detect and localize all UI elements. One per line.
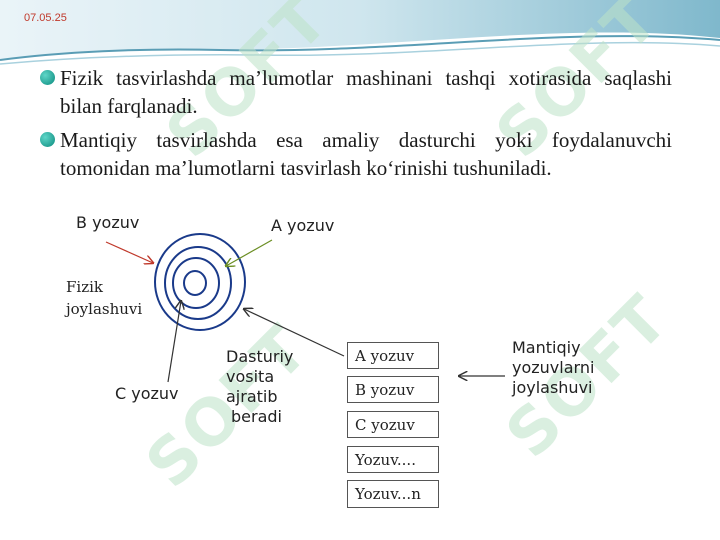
dasturiy-line-4: beradi — [231, 407, 282, 426]
bullet-dot-icon — [40, 132, 55, 147]
a-yozuv-label: A yozuv — [271, 216, 335, 235]
fizik-line-2: joylashuvi — [66, 300, 143, 318]
record-box-c: C yozuv — [347, 411, 439, 438]
c-yozuv-arrow — [167, 301, 181, 383]
dasturiy-arrow — [244, 309, 345, 357]
record-box-a: A yozuv — [347, 342, 439, 369]
header-banner — [0, 0, 720, 65]
record-box-b: B yozuv — [347, 376, 439, 403]
mantiqiy-line-1: Mantiqiy — [512, 338, 581, 357]
bullet-item: Mantiqiy tasvirlashda esa amaliy dasturc… — [40, 126, 672, 182]
mantiqiy-line-2: yozuvlarni — [512, 358, 595, 377]
mantiqiy-line-3: joylashuvi — [512, 378, 593, 397]
c-yozuv-label: C yozuv — [115, 384, 179, 403]
concentric-rings — [154, 233, 246, 331]
bullet-text: Mantiqiy tasvirlashda esa amaliy dasturc… — [60, 128, 672, 180]
bullet-dot-icon — [40, 70, 55, 85]
dasturiy-line-2: vosita — [226, 367, 275, 386]
dasturiy-line-1: Dasturiy — [226, 347, 294, 366]
b-yozuv-label: B yozuv — [76, 213, 140, 232]
mantiqiy-label: Mantiqiy yozuvlarni joylashuvi — [512, 338, 594, 398]
record-box-more: Yozuv.... — [347, 446, 439, 473]
fizik-joylashuvi-label: Fizik joylashuvi — [66, 276, 142, 320]
record-box-n: Yozuv...n — [347, 480, 439, 508]
bullet-item: Fizik tasvirlashda ma’lumotlar mashinani… — [40, 64, 672, 120]
dasturiy-vosita-label: Dasturiy vosita ajratib beradi — [226, 347, 293, 427]
bullet-text: Fizik tasvirlashda ma’lumotlar mashinani… — [60, 66, 672, 118]
bullet-list: Fizik tasvirlashda ma’lumotlar mashinani… — [40, 64, 672, 188]
fizik-line-1: Fizik — [66, 278, 103, 296]
a-yozuv-arrow — [226, 239, 273, 266]
dasturiy-line-3: ajratib — [226, 387, 278, 406]
b-yozuv-arrow — [105, 241, 153, 263]
slide-date: 07.05.25 — [24, 12, 67, 24]
